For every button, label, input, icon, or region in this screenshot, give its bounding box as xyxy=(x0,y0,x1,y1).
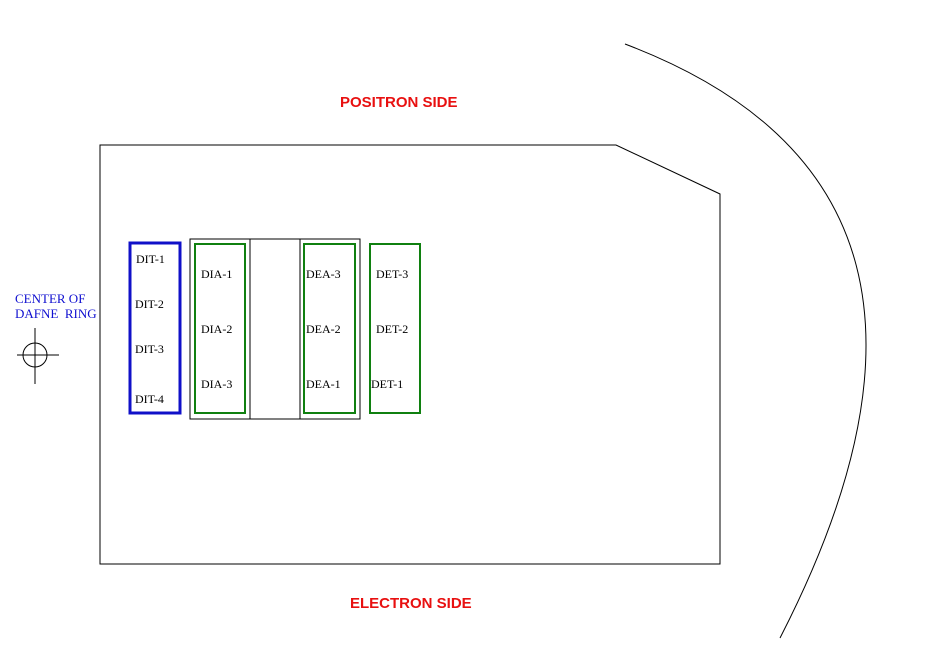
dea-label-2: DEA-2 xyxy=(306,322,341,336)
dit-box xyxy=(128,241,182,415)
dia-label-2: DIA-2 xyxy=(201,322,233,336)
center-label-line2: DAFNE RING xyxy=(15,306,97,321)
det-label-3: DET-3 xyxy=(376,267,409,281)
hall-outline xyxy=(99,144,721,565)
positron-side-label: POSITRON SIDE xyxy=(340,94,458,111)
dea-label-1: DEA-1 xyxy=(306,377,341,391)
det-box xyxy=(369,243,421,414)
center-crosshair-icon xyxy=(17,328,59,384)
ring-arc xyxy=(624,43,867,639)
dea-box xyxy=(303,243,356,414)
dit-label-4: DIT-4 xyxy=(135,392,164,406)
inner-frame xyxy=(189,238,361,420)
det-label-2: DET-2 xyxy=(376,322,409,336)
dea-label-3: DEA-3 xyxy=(306,267,341,281)
dit-label-1: DIT-1 xyxy=(136,252,165,266)
dit-label-3: DIT-3 xyxy=(135,342,164,356)
dia-label-1: DIA-1 xyxy=(201,267,233,281)
electron-side-label: ELECTRON SIDE xyxy=(350,595,472,612)
dit-label-2: DIT-2 xyxy=(135,297,164,311)
center-label-line1: CENTER OF xyxy=(15,291,86,306)
dia-box xyxy=(194,243,246,414)
det-label-1: DET-1 xyxy=(371,377,404,391)
dia-label-3: DIA-3 xyxy=(201,377,233,391)
